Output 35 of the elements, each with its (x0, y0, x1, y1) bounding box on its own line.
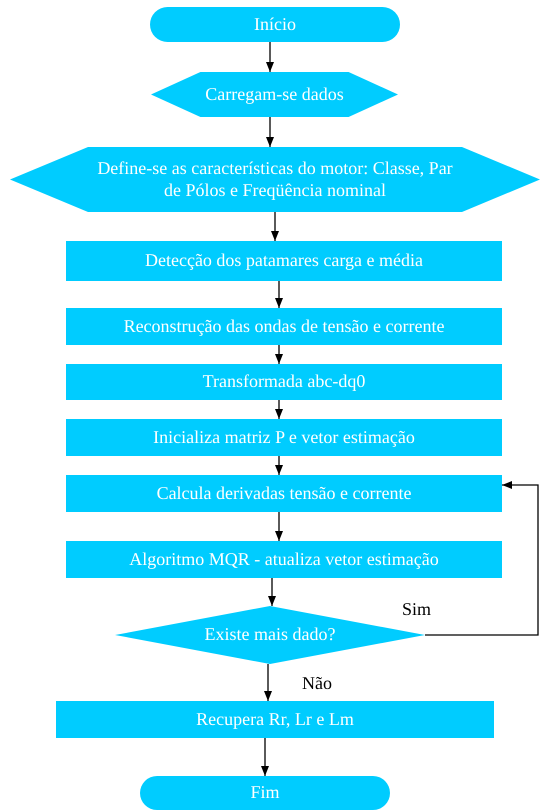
process-box (66, 241, 502, 281)
process-box (66, 308, 502, 345)
arrow (268, 578, 276, 606)
process-box (66, 541, 502, 578)
arrow (275, 456, 283, 475)
process-box (66, 364, 502, 400)
node-label: Calcula derivadas tensão e corrente (156, 482, 412, 504)
arrow (275, 345, 283, 364)
preparation-hexagon (10, 147, 540, 212)
arrow (264, 664, 272, 701)
preparation-hexagon (151, 72, 398, 117)
start-terminal (150, 7, 400, 42)
node-label: Detecção dos patamares carga e média (144, 250, 423, 272)
end-terminal (140, 776, 390, 810)
node-label: Algoritmo MQR - atualiza vetor estimação (129, 548, 439, 570)
arrow (266, 42, 274, 72)
node-label: Fim (250, 782, 280, 804)
node-label: Inicializa matriz P e vetor estimação (153, 426, 415, 448)
process-box (66, 475, 502, 512)
node-label: Existe mais dado? (204, 624, 336, 646)
arrow (271, 212, 279, 241)
arrow (275, 281, 283, 308)
node-label: Transformada abc-dq0 (202, 371, 366, 393)
node-label: Início (254, 14, 296, 36)
arrow (261, 738, 269, 776)
arrow (275, 400, 283, 419)
arrow (275, 512, 283, 541)
node-label: Define-se as características do motor: Classe, Par de Pólos e Freqüência nominal (96, 158, 454, 202)
arrow (266, 117, 274, 147)
process-box (56, 701, 494, 738)
node-label: Reconstrução das ondas de tensão e corrente (124, 316, 444, 338)
process-box (66, 419, 502, 456)
node-label: Recupera Rr, Lr e Lm (196, 708, 354, 730)
node-label: Carregam-se dados (205, 84, 344, 106)
arrow (425, 481, 539, 636)
